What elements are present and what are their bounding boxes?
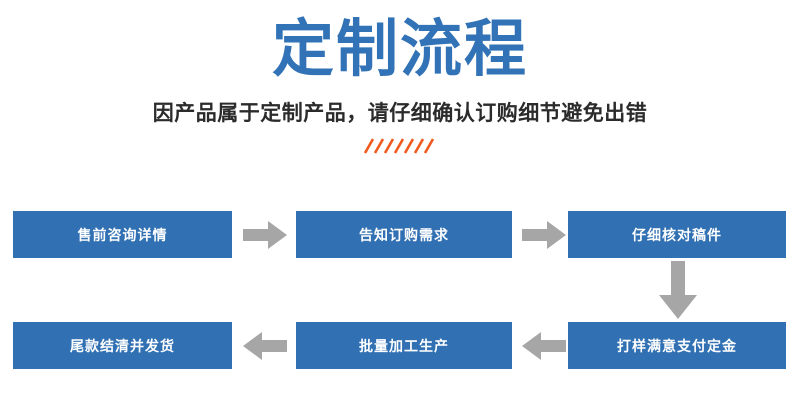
flow-node-step-6[interactable]: 尾款结清并发货 xyxy=(13,322,232,369)
arrow-left-icon xyxy=(522,332,566,360)
flow-node-step-2[interactable]: 告知订购需求 xyxy=(296,211,512,258)
arrow-down-icon xyxy=(659,261,697,319)
flow-node-step-4[interactable]: 打样满意支付定金 xyxy=(568,322,786,369)
header: 定制流程 因产品属于定制产品，请仔细确认订购细节避免出错 xyxy=(0,0,800,156)
arrow-right-icon xyxy=(243,221,287,249)
flow-node-step-3[interactable]: 仔细核对稿件 xyxy=(568,211,786,258)
flow-node-step-1[interactable]: 售前咨询详情 xyxy=(13,211,232,258)
page-title: 定制流程 xyxy=(271,15,528,84)
subtitle-note: 因产品属于定制产品，请仔细确认订购细节避免出错 xyxy=(152,102,648,125)
arrow-left-icon xyxy=(243,332,287,360)
arrow-right-icon xyxy=(522,221,566,249)
orange-slashes-divider-icon xyxy=(363,138,435,154)
flow-node-step-5[interactable]: 批量加工生产 xyxy=(296,322,512,369)
